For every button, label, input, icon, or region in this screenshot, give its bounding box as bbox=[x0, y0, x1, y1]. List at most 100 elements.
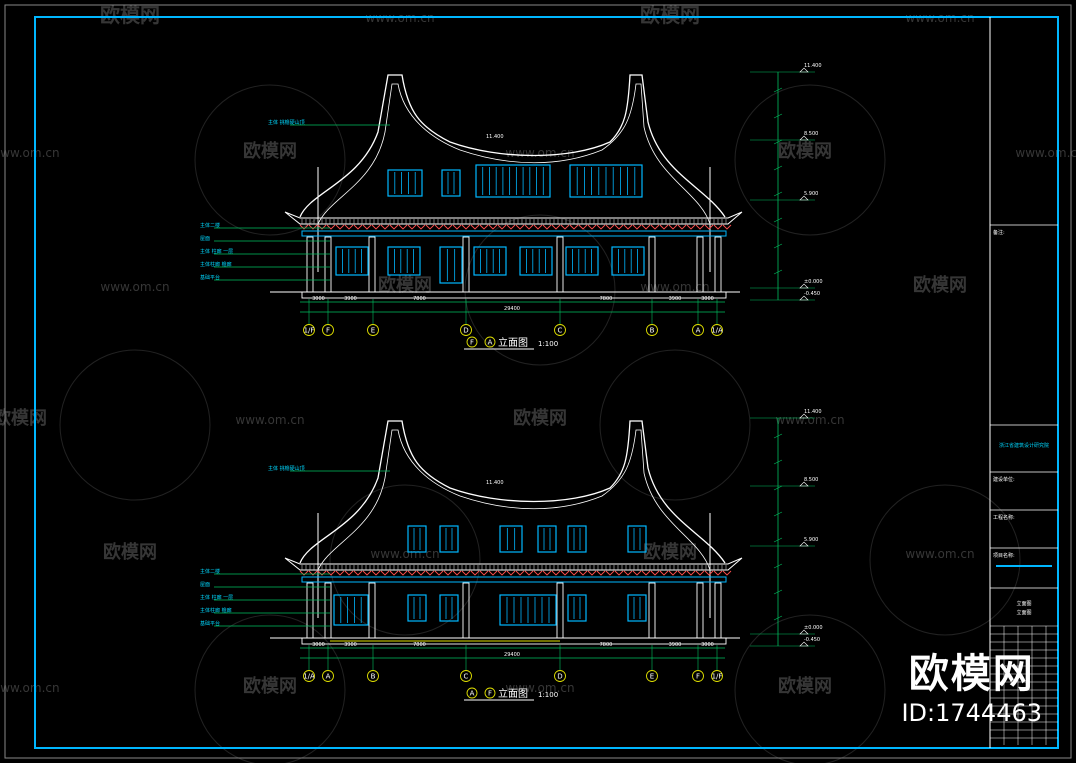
eave-bracket bbox=[308, 570, 318, 576]
total-dim-value: 29400 bbox=[504, 306, 520, 312]
titleblock-field: 项目名称: bbox=[993, 552, 1015, 559]
watermark-brand: 欧模网 bbox=[643, 541, 697, 563]
eave-bracket bbox=[461, 224, 471, 230]
ground-window bbox=[499, 594, 557, 626]
grid-label: F bbox=[696, 673, 700, 681]
dim-tick bbox=[773, 243, 783, 249]
eave-bracket bbox=[515, 570, 525, 576]
roof-inner-outline bbox=[317, 83, 711, 225]
grid-label: 1/F bbox=[304, 327, 315, 335]
watermark-brand: 欧模网 bbox=[640, 3, 700, 27]
watermark-url: www.om.cn bbox=[235, 413, 304, 427]
grid-label: F bbox=[326, 327, 330, 335]
eave-bracket bbox=[299, 224, 309, 230]
view-scale: 1:100 bbox=[538, 691, 558, 699]
watermark-url: www.om.cn bbox=[370, 547, 439, 561]
grid-bubble bbox=[554, 670, 566, 682]
grid-bubble bbox=[322, 324, 334, 336]
grid-label: 1/F bbox=[712, 673, 723, 681]
grid-label: C bbox=[464, 673, 469, 681]
eave-bracket bbox=[596, 224, 606, 230]
upper-window bbox=[569, 164, 643, 198]
eave-bracket bbox=[461, 570, 471, 576]
watermark-url: www.om.cn bbox=[905, 547, 974, 561]
watermark-arc bbox=[599, 349, 751, 501]
dim-value: 3000 bbox=[312, 642, 325, 648]
eave-bracket bbox=[578, 570, 588, 576]
eave-band bbox=[284, 211, 743, 225]
eave-bracket bbox=[569, 224, 579, 230]
eave-bracket bbox=[650, 570, 660, 576]
eave-bracket bbox=[677, 570, 687, 576]
watermark-brand: 欧模网 bbox=[243, 140, 297, 162]
eave-bracket bbox=[677, 224, 687, 230]
eave-bracket bbox=[704, 224, 714, 230]
eave-bracket bbox=[353, 224, 363, 230]
grid-bubble bbox=[692, 670, 704, 682]
dim-value: 3000 bbox=[701, 296, 714, 302]
eave-bracket bbox=[398, 570, 408, 576]
eave-band bbox=[284, 557, 743, 571]
ground-window bbox=[565, 246, 599, 276]
eave-bracket bbox=[452, 224, 462, 230]
callout-label: 主体 挑檐硬山顶 bbox=[268, 119, 305, 126]
watermark-layer: 欧模网欧模网欧模网欧模网欧模网欧模网欧模网欧模网欧模网欧模网欧模网欧模网www.… bbox=[0, 3, 1076, 763]
callout-label: 主体二楼 bbox=[200, 222, 220, 229]
upper-window bbox=[475, 164, 551, 198]
eave-bracket bbox=[488, 224, 498, 230]
eave-bracket bbox=[416, 570, 426, 576]
watermark-brand: 欧模网 bbox=[0, 407, 47, 429]
ground-window bbox=[387, 246, 421, 276]
ground-window bbox=[611, 246, 645, 276]
titleblock-field: 建设单位: bbox=[993, 476, 1015, 483]
eave-bracket bbox=[533, 570, 543, 576]
eave-bracket bbox=[533, 224, 543, 230]
eave-bracket bbox=[560, 224, 570, 230]
watermark-brand: 欧模网 bbox=[778, 140, 832, 162]
eave-bracket bbox=[407, 570, 417, 576]
eave-bracket bbox=[605, 224, 615, 230]
eave-bracket bbox=[452, 570, 462, 576]
watermark-arc bbox=[734, 84, 886, 236]
watermark-url: www.om.cn bbox=[1015, 146, 1076, 160]
eave-bracket bbox=[506, 570, 516, 576]
grid-label: D bbox=[557, 673, 562, 681]
upper-window bbox=[499, 525, 523, 553]
grid-bubble bbox=[692, 324, 704, 336]
eave-bracket bbox=[659, 224, 669, 230]
eave-bracket bbox=[389, 570, 399, 576]
ground-window bbox=[567, 594, 587, 622]
eave-bracket bbox=[362, 570, 372, 576]
callout-label: 基础平台 bbox=[200, 274, 220, 281]
eave-bracket bbox=[605, 570, 615, 576]
eave-bracket bbox=[551, 570, 561, 576]
callout-label: 主体 柱廊 一层 bbox=[200, 594, 233, 601]
eave-bracket bbox=[668, 224, 678, 230]
watermark-brand: 欧模网 bbox=[378, 274, 432, 296]
eave-bracket bbox=[425, 224, 435, 230]
roof-outline bbox=[299, 420, 726, 564]
eave-bracket bbox=[614, 224, 624, 230]
eave-bracket bbox=[479, 224, 489, 230]
eave-bracket bbox=[659, 570, 669, 576]
eave-bracket bbox=[497, 570, 507, 576]
elevation-marker bbox=[799, 67, 809, 73]
watermark-url: www.om.cn bbox=[100, 280, 169, 294]
watermark-url: www.om.cn bbox=[505, 146, 574, 160]
dim-value: 3900 bbox=[344, 642, 357, 648]
eave-bracket bbox=[299, 570, 309, 576]
beam-band bbox=[301, 230, 727, 237]
ground-window bbox=[333, 594, 369, 626]
eave-bracket bbox=[695, 570, 705, 576]
ground-window bbox=[439, 246, 463, 284]
eave-bracket bbox=[443, 224, 453, 230]
elevation-marker bbox=[799, 629, 809, 635]
base-platform bbox=[301, 637, 727, 645]
eave-bracket bbox=[398, 224, 408, 230]
dim-tick bbox=[773, 459, 783, 465]
eave-bracket bbox=[578, 224, 588, 230]
view-grid-2: F bbox=[488, 690, 492, 698]
grid-label: B bbox=[371, 673, 376, 681]
